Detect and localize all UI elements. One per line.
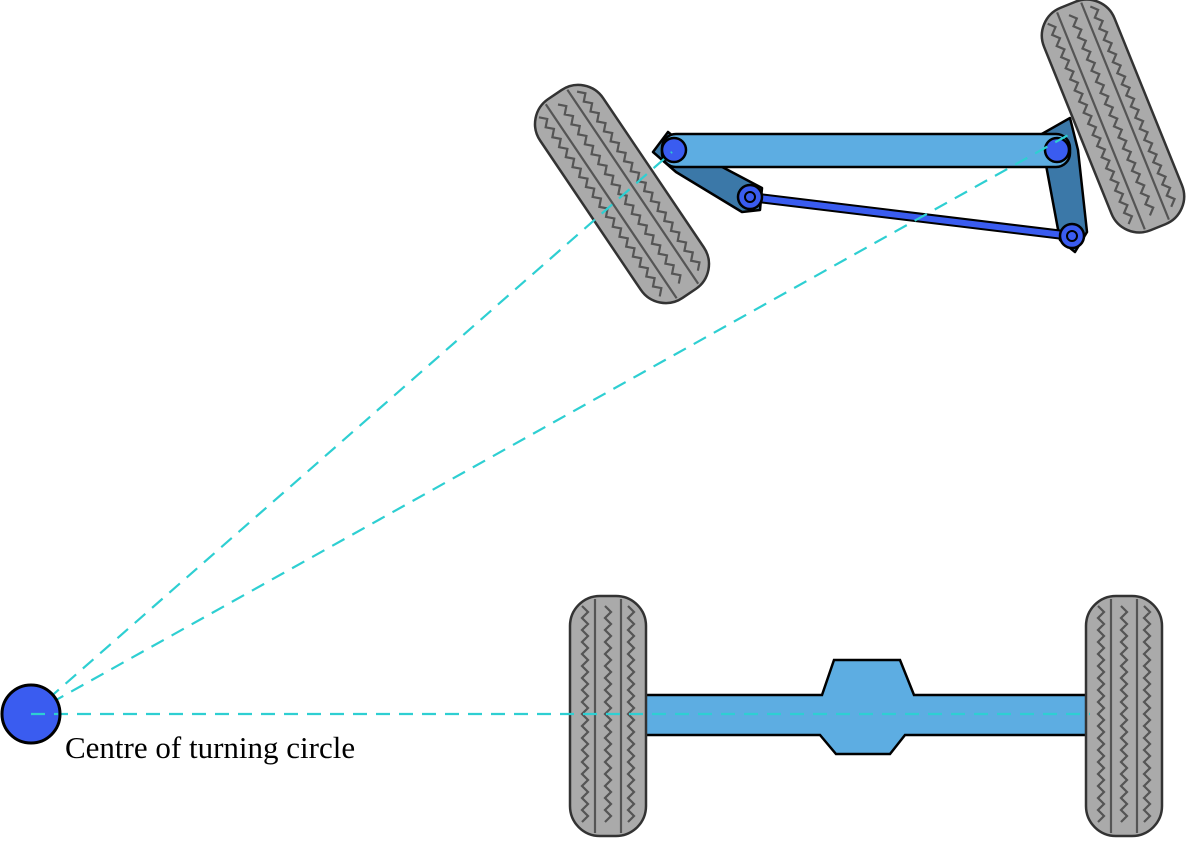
- rear-right-wheel: [1084, 594, 1164, 838]
- guide-lines: [30, 133, 1090, 716]
- front-axle-beam: [660, 132, 1072, 169]
- rear-axle-assembly: [568, 594, 1164, 838]
- left-kingpin: [660, 136, 688, 164]
- front-left-wheel: [522, 72, 722, 316]
- guide-line-front-right: [30, 133, 1071, 715]
- right-tie-rod-joint: [1058, 222, 1086, 250]
- guide-line-front-left: [30, 151, 673, 715]
- turning-centre-label: Centre of turning circle: [65, 730, 355, 765]
- tie-rod: [747, 194, 1075, 239]
- right-kingpin: [1043, 136, 1071, 164]
- rear-left-wheel: [568, 594, 648, 838]
- rear-axle-beam: [638, 658, 1092, 756]
- left-tie-rod-joint: [736, 183, 764, 211]
- front-steering-assembly: [522, 0, 1195, 316]
